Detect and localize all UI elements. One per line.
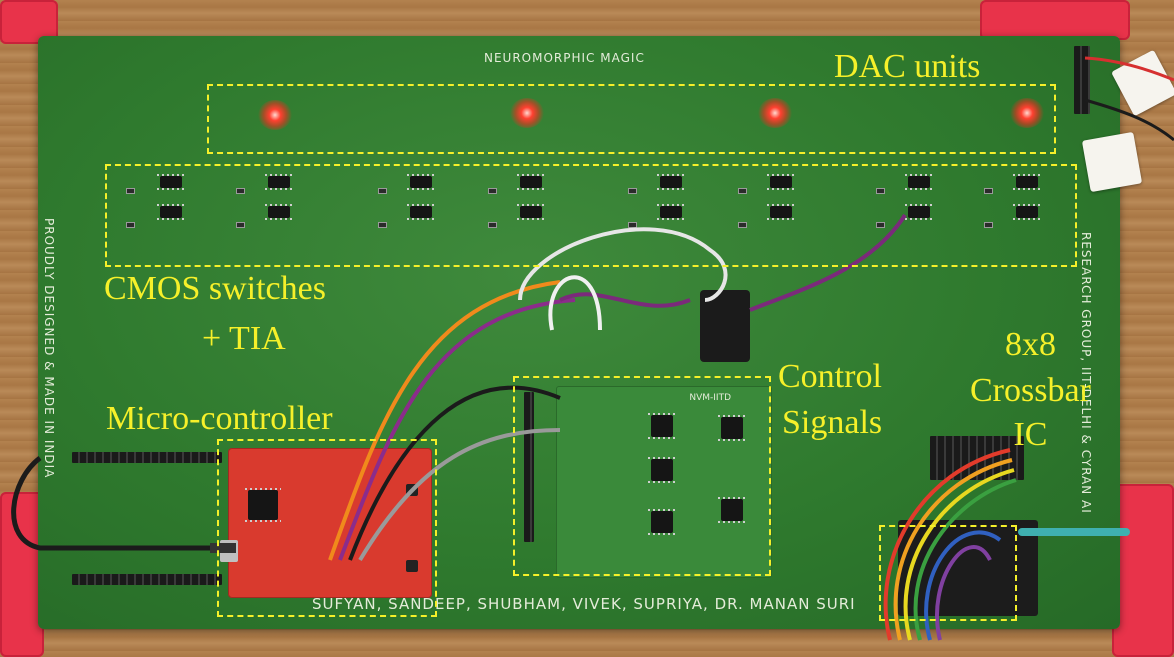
cmos-chip — [265, 174, 293, 190]
cmos-label-line2: + TIA — [202, 320, 286, 357]
cmos-chip — [517, 174, 545, 190]
control-chip — [718, 497, 746, 523]
control-chip — [648, 413, 676, 439]
corner-clip-top-right — [980, 0, 1130, 40]
cmos-chip — [407, 204, 435, 220]
smd-part — [738, 188, 747, 194]
silk-credits: SUFYAN, SANDEEP, SHUBHAM, VIVEK, SUPRIYA… — [312, 595, 856, 613]
dac-led-1 — [258, 100, 292, 130]
smd-part — [876, 222, 885, 228]
smd-part — [126, 188, 135, 194]
smd-part — [236, 188, 245, 194]
pin-header-left-upper — [72, 452, 222, 463]
control-chip — [718, 415, 746, 441]
cmos-chip — [1013, 174, 1041, 190]
crossbar-label-line2: Crossbar — [970, 372, 1091, 409]
cmos-chip — [157, 174, 185, 190]
smd-part — [876, 188, 885, 194]
control-signals-module: NVM-IITD — [556, 386, 772, 578]
dac-led-2 — [510, 98, 544, 128]
dac-units-label: DAC units — [834, 48, 981, 85]
corner-clip-bottom-right — [1112, 484, 1174, 657]
dac-units-box — [207, 84, 1056, 154]
smd-part — [126, 222, 135, 228]
cmos-switches-label: CMOS switches + TIA — [104, 270, 326, 358]
cmos-tia-box — [105, 164, 1077, 267]
smd-part — [236, 222, 245, 228]
smd-part — [984, 188, 993, 194]
control-signals-box — [513, 376, 771, 576]
smd-part — [628, 188, 637, 194]
control-chip — [648, 509, 676, 535]
crossbar-ic-label: 8x8 Crossbar IC — [970, 326, 1091, 454]
crossbar-label-line1: 8x8 — [1004, 326, 1056, 363]
control-pin-header — [524, 392, 534, 542]
connector-block — [700, 290, 750, 362]
cmos-chip — [905, 174, 933, 190]
cmos-chip — [407, 174, 435, 190]
silk-title: NEUROMORPHIC MAGIC — [484, 51, 645, 65]
smd-part — [628, 222, 637, 228]
cmos-chip — [767, 174, 795, 190]
microcontroller-board — [220, 448, 432, 598]
cmos-chip — [657, 174, 685, 190]
cmos-chip — [1013, 204, 1041, 220]
pin-header-left-lower — [72, 574, 222, 585]
crossbar-label-line3: IC — [1013, 416, 1048, 453]
mcu-button — [406, 560, 418, 572]
cmos-chip — [265, 204, 293, 220]
cmos-chip — [905, 204, 933, 220]
cmos-chip — [517, 204, 545, 220]
microcontroller-box — [217, 439, 437, 617]
dac-led-3 — [758, 98, 792, 128]
cmos-chip — [157, 204, 185, 220]
cmos-chip — [657, 204, 685, 220]
smd-part — [488, 222, 497, 228]
control-label-line1: Control — [778, 358, 882, 395]
pin-header-right-edge — [1074, 46, 1090, 114]
cmos-label-line1: CMOS switches — [104, 270, 326, 307]
smd-part — [738, 222, 747, 228]
crossbar-ic-box — [879, 525, 1017, 621]
control-signals-label: Control Signals — [778, 358, 882, 442]
mcu-chip — [245, 488, 281, 522]
smd-part — [378, 222, 387, 228]
dac-led-4 — [1010, 98, 1044, 128]
module-label: NVM-IITD — [689, 393, 731, 403]
smd-part — [378, 188, 387, 194]
cmos-chip — [767, 204, 795, 220]
control-chip — [648, 457, 676, 483]
microcontroller-label: Micro-controller — [106, 400, 333, 437]
corner-clip-bottom-left — [0, 492, 44, 657]
control-label-line2: Signals — [782, 404, 883, 441]
smd-part — [984, 222, 993, 228]
zif-lever — [1018, 528, 1130, 536]
smd-part — [488, 188, 497, 194]
